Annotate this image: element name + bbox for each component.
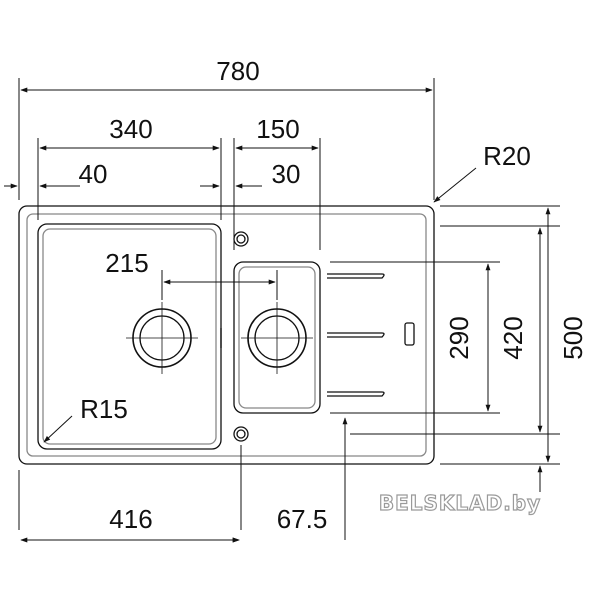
dim-middle-section: 150 xyxy=(256,114,299,144)
dim-left-section: 340 xyxy=(109,114,152,144)
dim-corner-radius-outer: R20 xyxy=(483,141,531,171)
middle-bowl-inner xyxy=(238,266,316,409)
dim-left-offset: 40 xyxy=(79,159,108,189)
left-drain xyxy=(126,302,198,374)
right-drain xyxy=(241,302,313,374)
dim-bowl-spacing: 215 xyxy=(105,248,148,278)
leader-r20 xyxy=(433,167,477,203)
watermark: BELSKLAD.by xyxy=(379,491,541,515)
dim-overall-height: 500 xyxy=(558,316,588,359)
overflow-slot xyxy=(404,322,415,346)
dim-bottom-left-width: 416 xyxy=(109,504,152,534)
dim-inner-height: 420 xyxy=(498,316,528,359)
middle-bowl xyxy=(233,261,321,414)
tap-hole-bottom xyxy=(233,426,249,442)
left-bowl-inner xyxy=(42,228,217,445)
dim-drainer-height: 290 xyxy=(444,316,474,359)
leader-r15 xyxy=(43,415,73,443)
sink-outer-outline xyxy=(18,205,435,465)
dim-overall-width: 780 xyxy=(216,56,259,86)
dim-corner-radius-bowl: R15 xyxy=(80,394,128,424)
dim-middle-offset: 30 xyxy=(272,159,301,189)
drainer-grooves xyxy=(327,273,385,397)
sink-inner-outline xyxy=(26,213,427,457)
dim-bottom-offset: 67.5 xyxy=(277,504,328,534)
tap-hole-top xyxy=(233,231,249,247)
